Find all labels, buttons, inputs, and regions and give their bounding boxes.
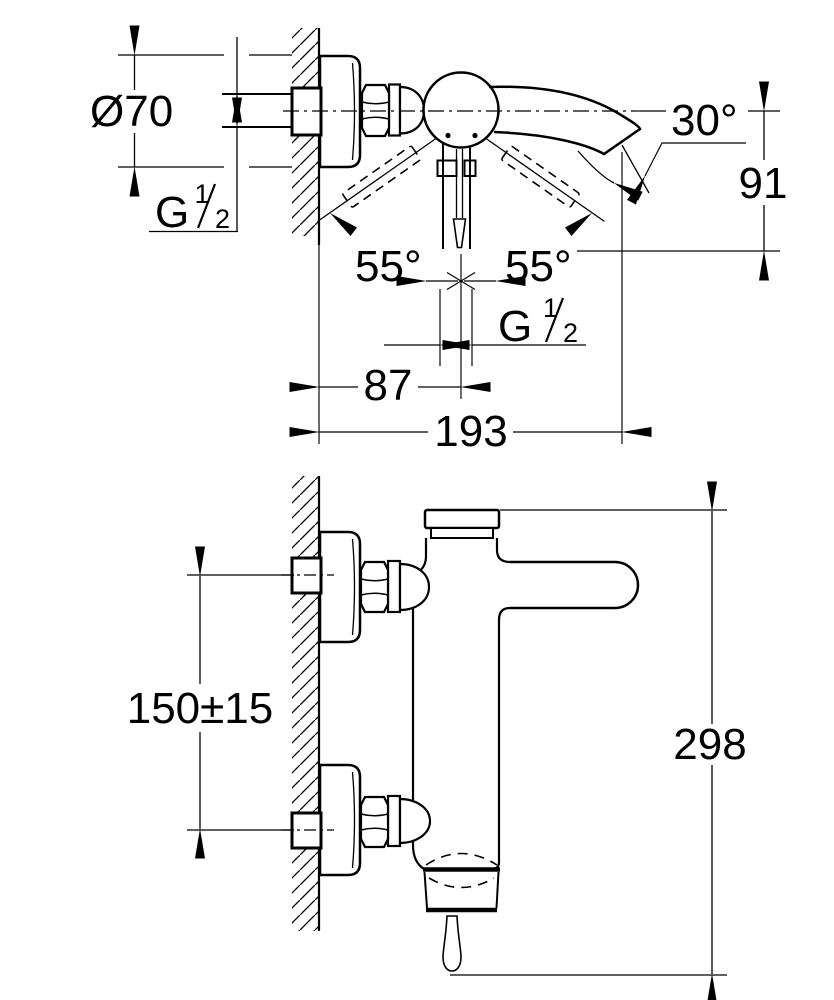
body-dot [445,132,451,139]
outlet-angle-line [621,144,650,194]
lever-tip [452,218,467,249]
hex-nut-facet [360,592,389,596]
leader-line [627,142,746,205]
outlet-swing-arc [577,150,643,201]
ball-joint-hidden-arc [428,877,495,889]
dim-label-thread2-num: 1 [543,293,558,323]
dim-label-total-height: 298 [673,720,746,769]
dim-label-reach: 193 [434,407,507,456]
top-view-dimensions: Ø70 G 1 2 30° 91 55° 55° G 1 [90,25,788,456]
bottom-view-dimensions: 150±15 298 [127,481,747,1000]
dim-label-angle-left: 55° [355,242,422,291]
ball-joint-hidden-arc [425,852,498,866]
dim-label-inlet-centers: 150±15 [127,684,274,733]
aerator-side [495,871,500,909]
dim-label-thread-den: 2 [215,204,230,234]
lever-handle [510,560,640,610]
hex-nut-facet [361,101,390,105]
dim-label-spout-angle: 30° [671,96,738,145]
dim-label-outlet-height: 91 [739,159,788,208]
union-cone [398,562,431,612]
lever-hub [436,159,458,177]
union-ring [386,794,402,848]
hex-nut-facet [361,116,390,120]
dim-label-thread2-den: 2 [563,318,578,348]
hex-nut [359,560,390,614]
lever-position-right [484,137,605,222]
union-cone [398,85,426,135]
bottom-view [281,476,640,972]
union-ring [387,83,402,137]
body-dot [472,132,478,139]
union-cone [398,797,432,845]
fraction-slash [196,183,217,229]
cap-ring [430,527,494,539]
mixer-body [422,71,500,149]
lever-hub [463,159,477,177]
dim-label-thread2: G [498,302,532,351]
dim-label-diameter: Ø70 [90,87,173,136]
dim-label-thread: G [155,188,189,237]
fraction-slash [544,297,565,343]
cartridge-cap [423,508,501,530]
hex-nut-facet [360,578,389,582]
body-right-edge [491,606,511,871]
escutcheon [318,763,362,877]
water-drip [442,915,462,972]
escutcheon [318,530,362,644]
swing-line [484,137,605,222]
spout [488,85,642,156]
hex-nut-facet [360,813,389,817]
aerator-side [423,871,428,909]
lever-position-left [317,137,438,222]
dim-label-projection: 87 [364,361,413,410]
dim-label-angle-right: 55° [505,242,572,291]
swing-line [317,137,438,222]
wall-hatching [292,476,319,931]
dim-label-thread-num: 1 [195,179,210,209]
hex-nut-facet [360,827,389,831]
escutcheon-face [351,538,356,636]
union-ring [386,559,402,614]
body-right-edge [495,538,511,564]
hex-nut [359,795,390,849]
angle-arrow-left [330,213,357,236]
escutcheon [318,54,362,169]
top-view [222,28,650,444]
angle-arrow-right [565,213,592,236]
escutcheon-face [351,771,356,869]
